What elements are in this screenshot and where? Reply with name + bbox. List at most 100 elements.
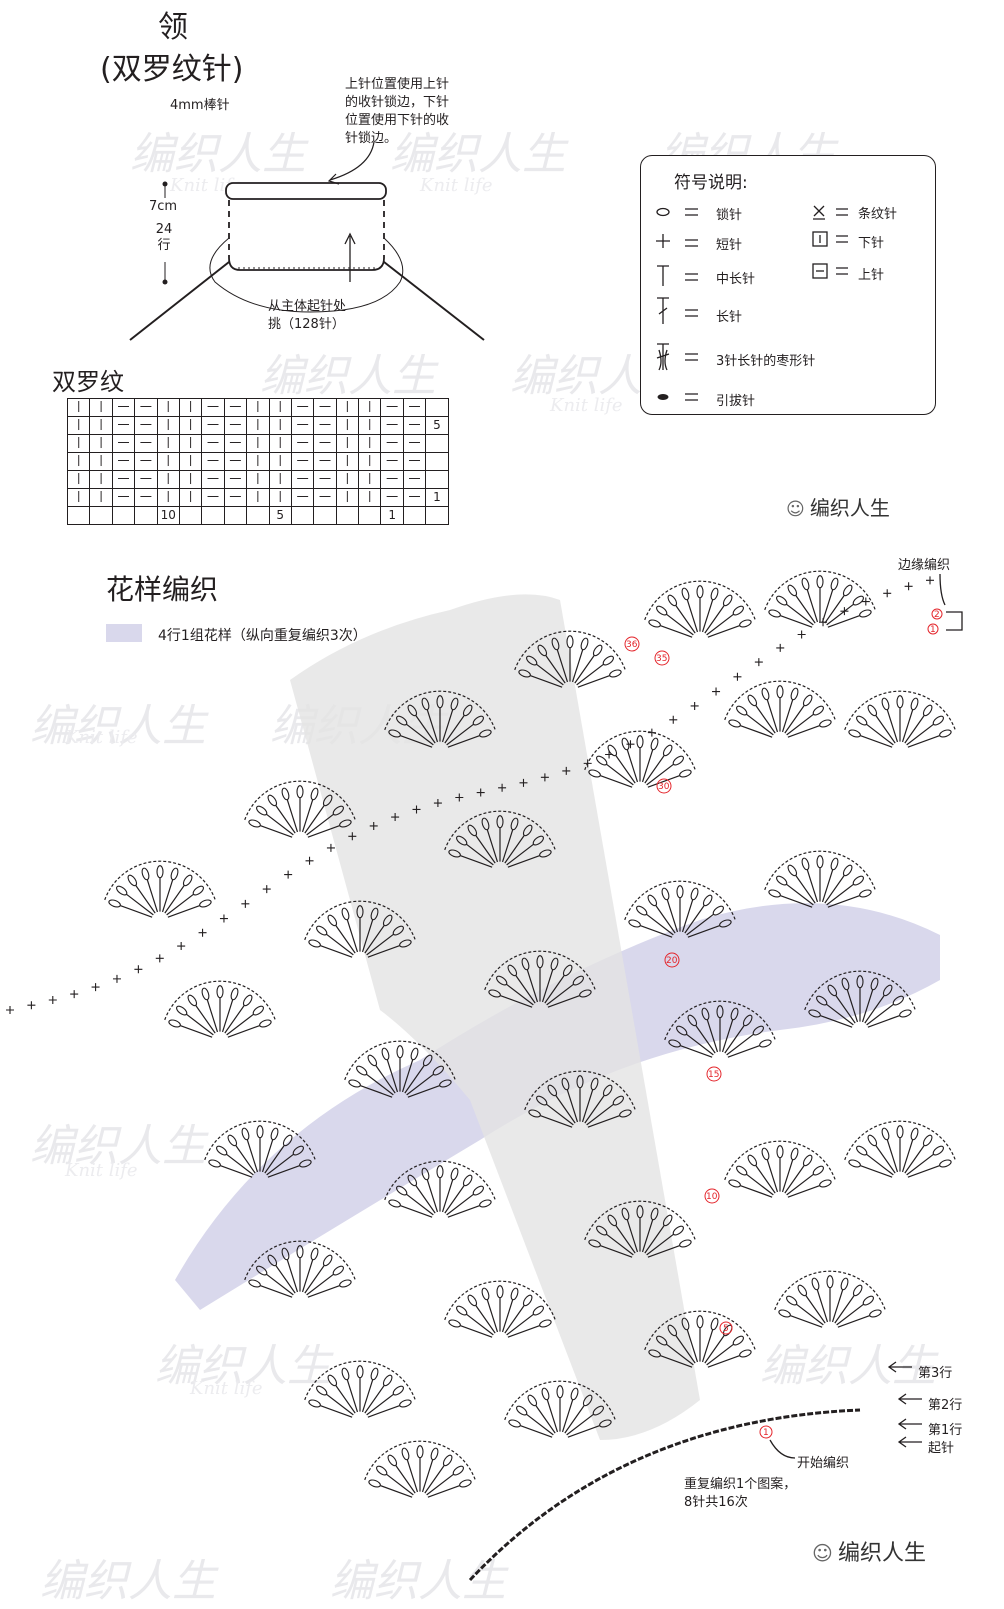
rib-cell: 丨 xyxy=(246,398,270,417)
legend-symbols xyxy=(656,205,848,401)
row-number: 5 xyxy=(723,1324,729,1334)
watermark: 编织人生 xyxy=(155,1341,331,1392)
edge-stitch xyxy=(348,832,357,841)
row-number: 36 xyxy=(626,640,638,650)
edge-stitch xyxy=(583,759,592,768)
row-number: 30 xyxy=(658,782,670,792)
edge-stitch xyxy=(241,899,250,908)
edge-stitch xyxy=(776,643,785,652)
edge-stitch xyxy=(27,1001,36,1010)
legend-label: 上针 xyxy=(858,268,885,283)
edge-stitch xyxy=(70,990,79,999)
rib-cell: 丨 xyxy=(66,398,91,417)
rib-cell: 丨 xyxy=(335,434,360,453)
shade-note: 4行1组花样（纵向重复编织3次） xyxy=(158,628,367,644)
legend-label: 锁针 xyxy=(716,208,743,223)
edge-stitch xyxy=(926,576,934,585)
dc-icon xyxy=(657,297,669,324)
crochet-fan xyxy=(444,810,556,868)
rib-cell: 丨 xyxy=(246,470,270,489)
rib-cell: 一 xyxy=(380,470,404,489)
edge-stitch xyxy=(198,928,207,937)
crochet-fan xyxy=(504,1380,616,1438)
edge-stitch xyxy=(134,965,143,974)
bobble-icon xyxy=(656,343,670,371)
rib-cell: 丨 xyxy=(156,434,180,453)
row-number: 15 xyxy=(708,1070,719,1080)
rib-cell: 一 xyxy=(402,452,427,471)
crochet-fan xyxy=(364,1440,476,1498)
rib-cell: 丨 xyxy=(66,488,91,507)
edge-stitch xyxy=(112,974,121,983)
crochet-chart xyxy=(6,570,956,1582)
watermark: Knit life xyxy=(65,727,138,748)
rib-cell: 丨 xyxy=(246,434,270,453)
rib-cell xyxy=(313,506,337,525)
edge-stitch xyxy=(305,856,314,865)
bindoff-note: 上针位置使用上针 的收针锁边，下针 位置使用下针的收 针锁边。 xyxy=(345,77,450,146)
watermark: 编织人生 xyxy=(130,129,306,180)
edge-stitch xyxy=(669,715,678,724)
row-number: 10 xyxy=(706,1192,718,1202)
shade-swatch xyxy=(106,624,142,642)
rib-cell: 丨 xyxy=(246,416,270,435)
watermark: Knit life xyxy=(170,175,243,196)
watermark: Knit life xyxy=(420,175,493,196)
crochet-fan xyxy=(764,850,876,908)
rib-cell: 一 xyxy=(134,470,158,489)
edge-label: 边缘编织 xyxy=(898,558,951,573)
rib-cell: 一 xyxy=(402,470,427,489)
crochet-fan xyxy=(164,980,276,1038)
watermark: Knit life xyxy=(65,1160,138,1181)
edge-stitch xyxy=(904,582,913,591)
rib-title: 双罗纹 xyxy=(52,368,124,396)
edge-stitch xyxy=(733,672,742,681)
rib-cell: 丨 xyxy=(335,416,360,435)
crochet-fan xyxy=(384,1160,496,1218)
purl-icon xyxy=(812,263,828,279)
rib-cell: 一 xyxy=(223,398,248,417)
rib-cell xyxy=(402,506,427,525)
crochet-fan xyxy=(664,1000,776,1058)
rib-cell: 一 xyxy=(290,452,315,471)
collar-subtitle: (双罗纹针) xyxy=(100,52,244,87)
crochet-fan xyxy=(304,1360,416,1418)
crochet-fan xyxy=(244,780,356,838)
rib-cell: 一 xyxy=(223,488,248,507)
rib-cell: 一 xyxy=(380,452,404,471)
rib-cell: 一 xyxy=(111,416,136,435)
rib-cell: 一 xyxy=(380,398,404,417)
crochet-fan xyxy=(764,570,876,628)
edge-stitch xyxy=(861,597,870,606)
crochet-fan xyxy=(304,900,416,958)
rib-cell: 一 xyxy=(290,434,315,453)
rib-cell: 一 xyxy=(201,434,225,453)
crochet-fan xyxy=(484,950,596,1008)
rib-cell: 一 xyxy=(290,398,315,417)
watermark: 编织人生 xyxy=(260,351,436,402)
rib-cell: 丨 xyxy=(358,416,382,435)
legend-label: 长针 xyxy=(716,310,743,325)
rib-cell: 一 xyxy=(134,398,158,417)
collar-height: 7cm xyxy=(148,199,178,214)
rib-cell: 丨 xyxy=(335,398,360,417)
needle-size: 4mm棒针 xyxy=(170,98,230,113)
rib-cell: 一 xyxy=(111,470,136,489)
crochet-fan xyxy=(584,1200,696,1258)
rib-cell: 丨 xyxy=(66,452,91,471)
crochet-fan xyxy=(384,690,496,748)
edge-stitch xyxy=(369,821,378,830)
rib-cell: 一 xyxy=(313,488,337,507)
rib-cell: 一 xyxy=(380,488,404,507)
edge-stitch xyxy=(6,1006,14,1014)
legend-label: 引拔针 xyxy=(716,394,756,409)
row-label-1: 第1行 xyxy=(928,1423,963,1438)
rib-cell: 一 xyxy=(134,488,158,507)
rib-cell: 5 xyxy=(268,506,292,525)
edge-stitch xyxy=(626,740,635,749)
edge-stitch xyxy=(476,788,485,797)
watermark: Knit life xyxy=(190,1378,263,1399)
watermark: 编织人生 xyxy=(390,129,566,180)
brand-tag: ☺ 编织人生 xyxy=(812,1541,926,1566)
rib-cell: 丨 xyxy=(178,398,203,417)
